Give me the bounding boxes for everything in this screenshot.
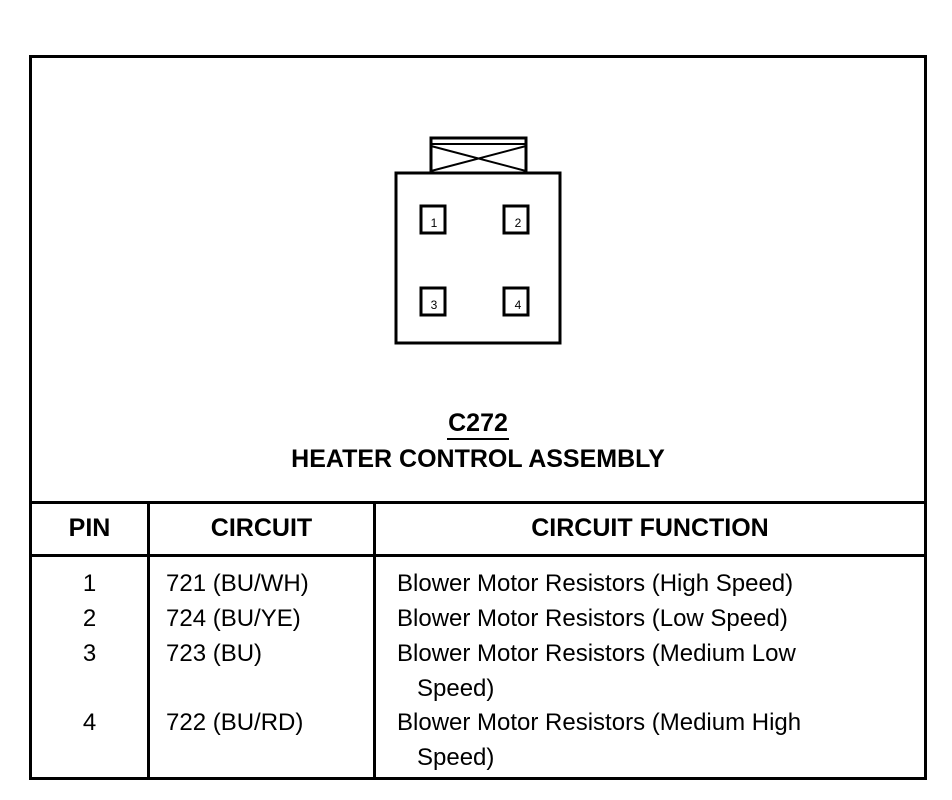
pin-cavity-label: 1 bbox=[431, 216, 438, 230]
header-circuit-function: CIRCUIT FUNCTION bbox=[531, 514, 769, 542]
function-text: Blower Motor Resistors (High Speed) bbox=[397, 570, 794, 597]
circuit-cell: 723 (BU) bbox=[166, 640, 263, 667]
function-text-continued: Speed) bbox=[417, 675, 495, 702]
circuit-cell: 724 (BU/YE) bbox=[166, 605, 301, 632]
function-cell: Blower Motor Resistors (Medium Low Speed… bbox=[397, 636, 907, 706]
function-text-continued: Speed) bbox=[417, 744, 495, 771]
connector-name-label: HEATER CONTROL ASSEMBLY bbox=[291, 445, 665, 473]
table-header-divider bbox=[32, 554, 924, 557]
connector-body bbox=[394, 171, 562, 345]
circuit-cell: 722 (BU/RD) bbox=[166, 709, 304, 736]
function-cell: Blower Motor Resistors (High Speed) bbox=[397, 566, 907, 601]
connector-face-drawing: 1 2 3 4 bbox=[394, 136, 562, 345]
pin-cell: 3 bbox=[82, 640, 97, 667]
circuit-cell: 721 (BU/WH) bbox=[166, 570, 309, 597]
connector-id-label: C272 bbox=[32, 408, 924, 440]
pin-cavity-label: 3 bbox=[431, 298, 438, 312]
header-circuit: CIRCUIT bbox=[210, 514, 313, 542]
function-cell: Blower Motor Resistors (Low Speed) bbox=[397, 601, 907, 636]
connector-lock-tab bbox=[429, 136, 528, 175]
table-column-divider bbox=[373, 501, 376, 777]
header-pin: PIN bbox=[68, 514, 111, 542]
pin-cavity-3: 3 bbox=[419, 286, 447, 317]
connector-id-text: C272 bbox=[447, 408, 509, 440]
pin-cavity-label: 4 bbox=[515, 298, 522, 312]
function-cell: Blower Motor Resistors (Medium High Spee… bbox=[397, 705, 907, 775]
function-text: Blower Motor Resistors (Medium Low bbox=[397, 640, 796, 667]
pin-cell: 4 bbox=[82, 709, 97, 736]
pin-cavity-1: 1 bbox=[419, 204, 447, 235]
table-column-divider bbox=[147, 501, 150, 777]
connector-diagram-area: 1 2 3 4 C272 HEATER CONTROL ASSEMBLY bbox=[32, 58, 924, 501]
function-text: Blower Motor Resistors (Low Speed) bbox=[397, 605, 788, 632]
pin-cell: 2 bbox=[82, 605, 97, 632]
pin-cavity-2: 2 bbox=[502, 204, 530, 235]
table-top-divider bbox=[32, 501, 924, 504]
pin-cell: 1 bbox=[82, 570, 97, 597]
pin-cavity-4: 4 bbox=[502, 286, 530, 317]
connector-chart-frame: 1 2 3 4 C272 HEATER CONTROL ASSEMBLY PIN… bbox=[29, 55, 927, 780]
function-text: Blower Motor Resistors (Medium High bbox=[397, 709, 802, 736]
pin-cavity-label: 2 bbox=[515, 216, 522, 230]
